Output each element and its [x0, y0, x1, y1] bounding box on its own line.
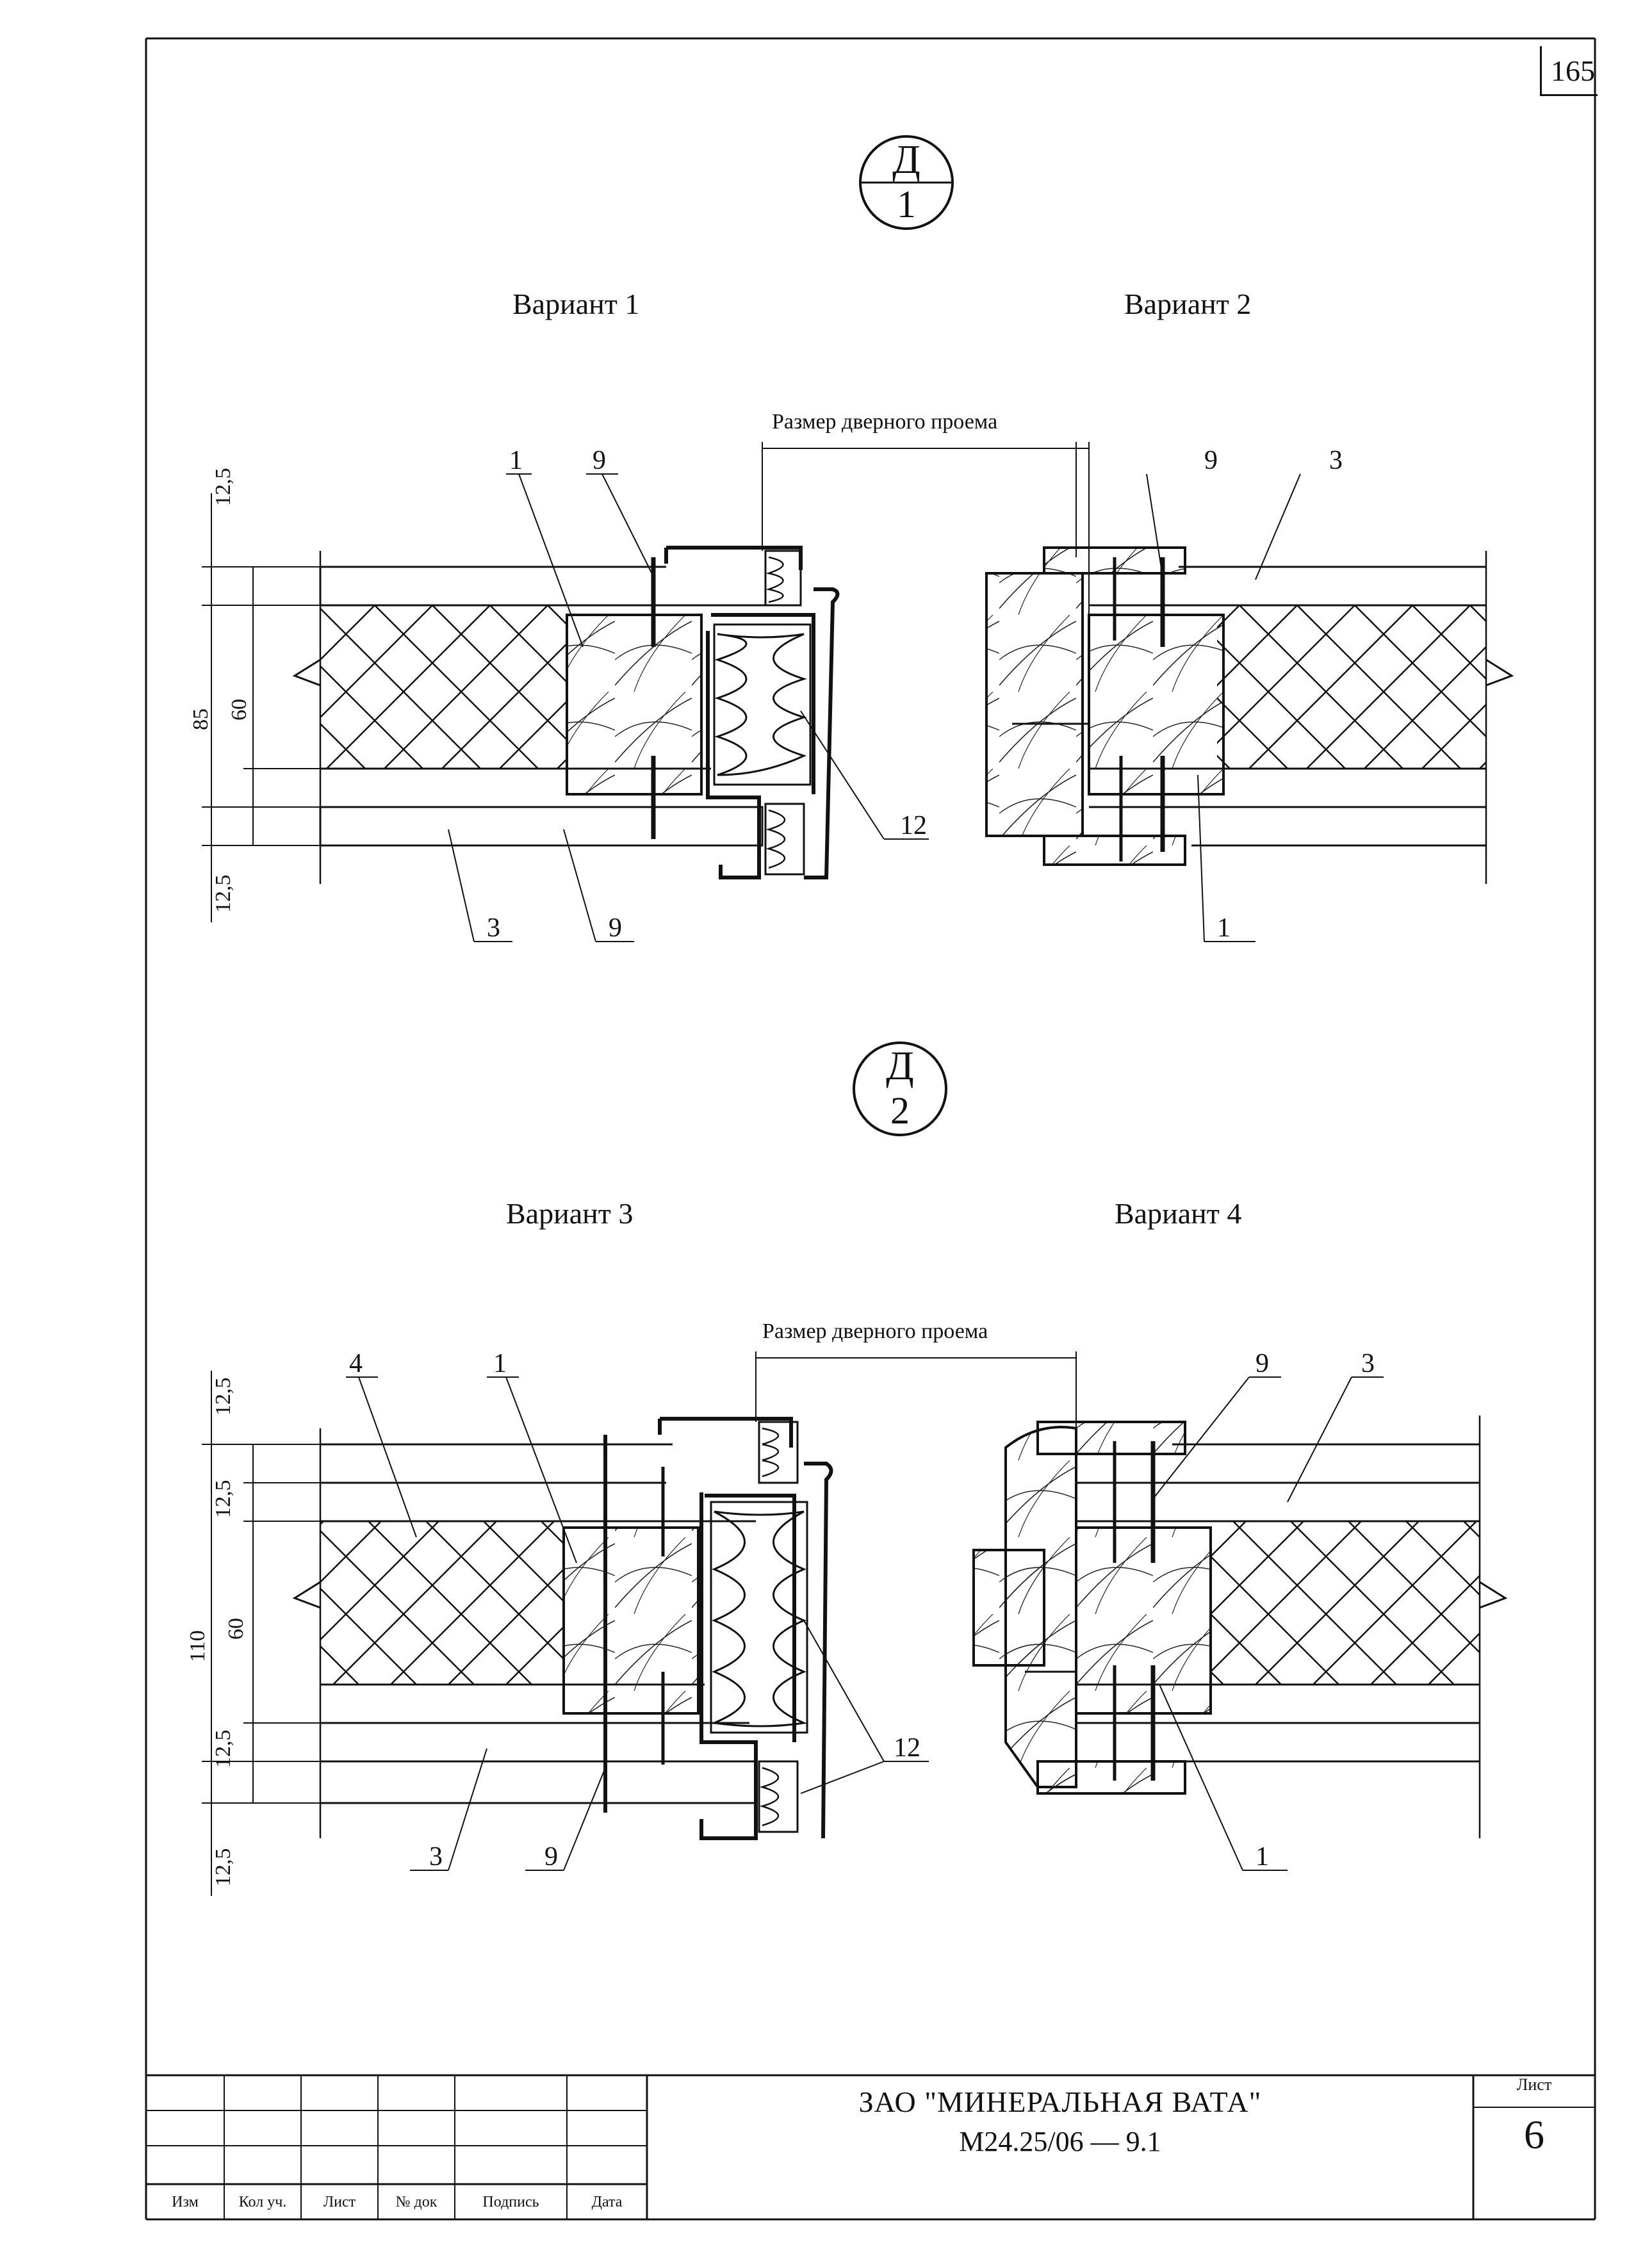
callout-v3-4: 4: [349, 1349, 363, 1378]
variant-1-drawing: [202, 442, 1090, 942]
tb-header-doc-no: № док: [395, 2194, 438, 2210]
section-2-letter: Д: [886, 1043, 914, 1088]
callout-v2-1: 1: [1217, 913, 1231, 943]
sheet-number: 6: [1524, 2112, 1544, 2157]
callout-v3-9: 9: [544, 1842, 558, 1872]
variant-1-title: Вариант 1: [512, 288, 640, 320]
variant-2-drawing: [985, 442, 1514, 942]
dim-1-core: 60: [227, 699, 251, 721]
callout-v3-1: 1: [493, 1349, 507, 1378]
tb-header-date: Дата: [591, 2194, 623, 2210]
callout-v2-3: 3: [1329, 446, 1343, 475]
section-marker-2: [853, 1041, 947, 1136]
section-2-number: 2: [890, 1090, 910, 1132]
callout-v1-3: 3: [487, 913, 500, 943]
dim-2-second: 12,5: [211, 1480, 235, 1519]
callout-v3-12: 12: [894, 1733, 920, 1763]
callout-v2-9: 9: [1204, 446, 1218, 475]
callout-v4-9: 9: [1255, 1349, 1269, 1378]
tb-header-signature: Подпись: [482, 2194, 539, 2210]
page-number: 165: [1540, 46, 1598, 96]
sheet-label: Лист: [1516, 2075, 1552, 2094]
dim-1-total: 85: [189, 708, 213, 730]
tb-header-list: Лист: [323, 2194, 356, 2210]
dim-1-top: 12,5: [211, 468, 235, 507]
section-1-letter: Д: [892, 136, 920, 182]
dim-2-core: 60: [224, 1618, 248, 1640]
variant-4-drawing: [972, 1376, 1508, 1871]
callout-v4-1: 1: [1255, 1842, 1269, 1872]
callout-v1-12: 12: [900, 811, 927, 840]
variant-4-title: Вариант 4: [1115, 1197, 1242, 1230]
callout-v3-3: 3: [429, 1842, 443, 1872]
dim-2-top: 12,5: [211, 1377, 235, 1416]
opening-label-2: Размер дверного проема: [762, 1319, 988, 1343]
tb-header-izm: Изм: [172, 2194, 199, 2210]
callout-v1-1: 1: [509, 446, 523, 475]
section-1-number: 1: [897, 183, 916, 225]
variant-2-title: Вариант 2: [1124, 288, 1252, 320]
title-block-frame: [146, 2074, 1595, 2219]
callout-v4-3: 3: [1361, 1349, 1375, 1378]
callout-v1-9-bottom: 9: [609, 913, 622, 943]
dim-2-bottom: 12,5: [211, 1848, 235, 1887]
document-code: М24.25/06 — 9.1: [959, 2126, 1161, 2157]
opening-label-1: Размер дверного проема: [772, 410, 998, 434]
variant-3-drawing: [202, 1351, 1077, 1896]
organization-name: ЗАО "МИНЕРАЛЬНАЯ ВАТА": [858, 2086, 1262, 2118]
variant-3-title: Вариант 3: [506, 1197, 634, 1230]
dim-2-fifth: 12,5: [211, 1729, 235, 1768]
dim-1-bottom: 12,5: [211, 874, 235, 913]
section-marker-1: [859, 135, 954, 230]
sheet-frame: [145, 37, 1596, 2221]
tb-header-kol-uch: Кол уч.: [238, 2194, 287, 2210]
callout-v1-9-top: 9: [593, 446, 606, 475]
dim-2-total: 110: [186, 1630, 209, 1662]
